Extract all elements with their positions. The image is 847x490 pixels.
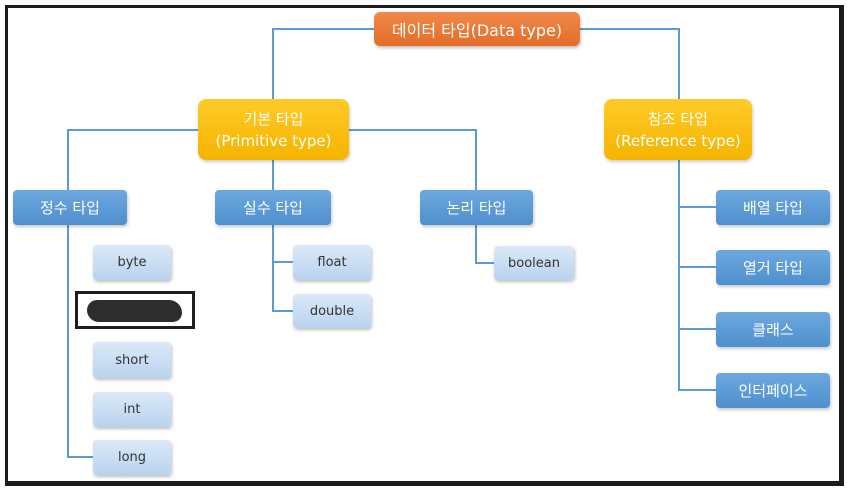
connector-logical-boolean <box>475 225 494 264</box>
int-node: int <box>93 392 171 427</box>
connector-reference-items <box>678 160 716 391</box>
connector-primitive-logical <box>349 129 477 190</box>
real-type-node: 실수 타입 <box>215 190 331 225</box>
diagram-frame <box>5 5 844 486</box>
reference-type-node: 참조 타입 (Reference type) <box>604 99 752 160</box>
float-node: float <box>293 245 371 280</box>
logical-type-node: 논리 타입 <box>420 190 533 225</box>
class-type-node: 클래스 <box>716 312 830 347</box>
boolean-node: boolean <box>494 246 574 280</box>
short-node: short <box>93 342 171 378</box>
double-node: double <box>293 294 371 328</box>
connector-integer-items <box>67 225 93 458</box>
connector-primitive-integer <box>67 129 198 190</box>
long-node: long <box>93 440 171 475</box>
primitive-type-node: 기본 타입 (Primitive type) <box>198 99 349 160</box>
enum-type-node: 열거 타입 <box>716 250 830 285</box>
interface-type-node: 인터페이스 <box>716 373 830 408</box>
redacted-item <box>75 291 195 329</box>
connector-root-primitive <box>272 28 374 99</box>
connector-real-items <box>272 225 293 312</box>
connector-root-reference <box>580 28 680 99</box>
redaction-scribble <box>87 300 182 322</box>
byte-node: byte <box>93 245 171 280</box>
integer-type-node: 정수 타입 <box>13 190 127 225</box>
data-type-root-node: 데이터 타입(Data type) <box>374 12 580 46</box>
array-type-node: 배열 타입 <box>716 190 830 225</box>
